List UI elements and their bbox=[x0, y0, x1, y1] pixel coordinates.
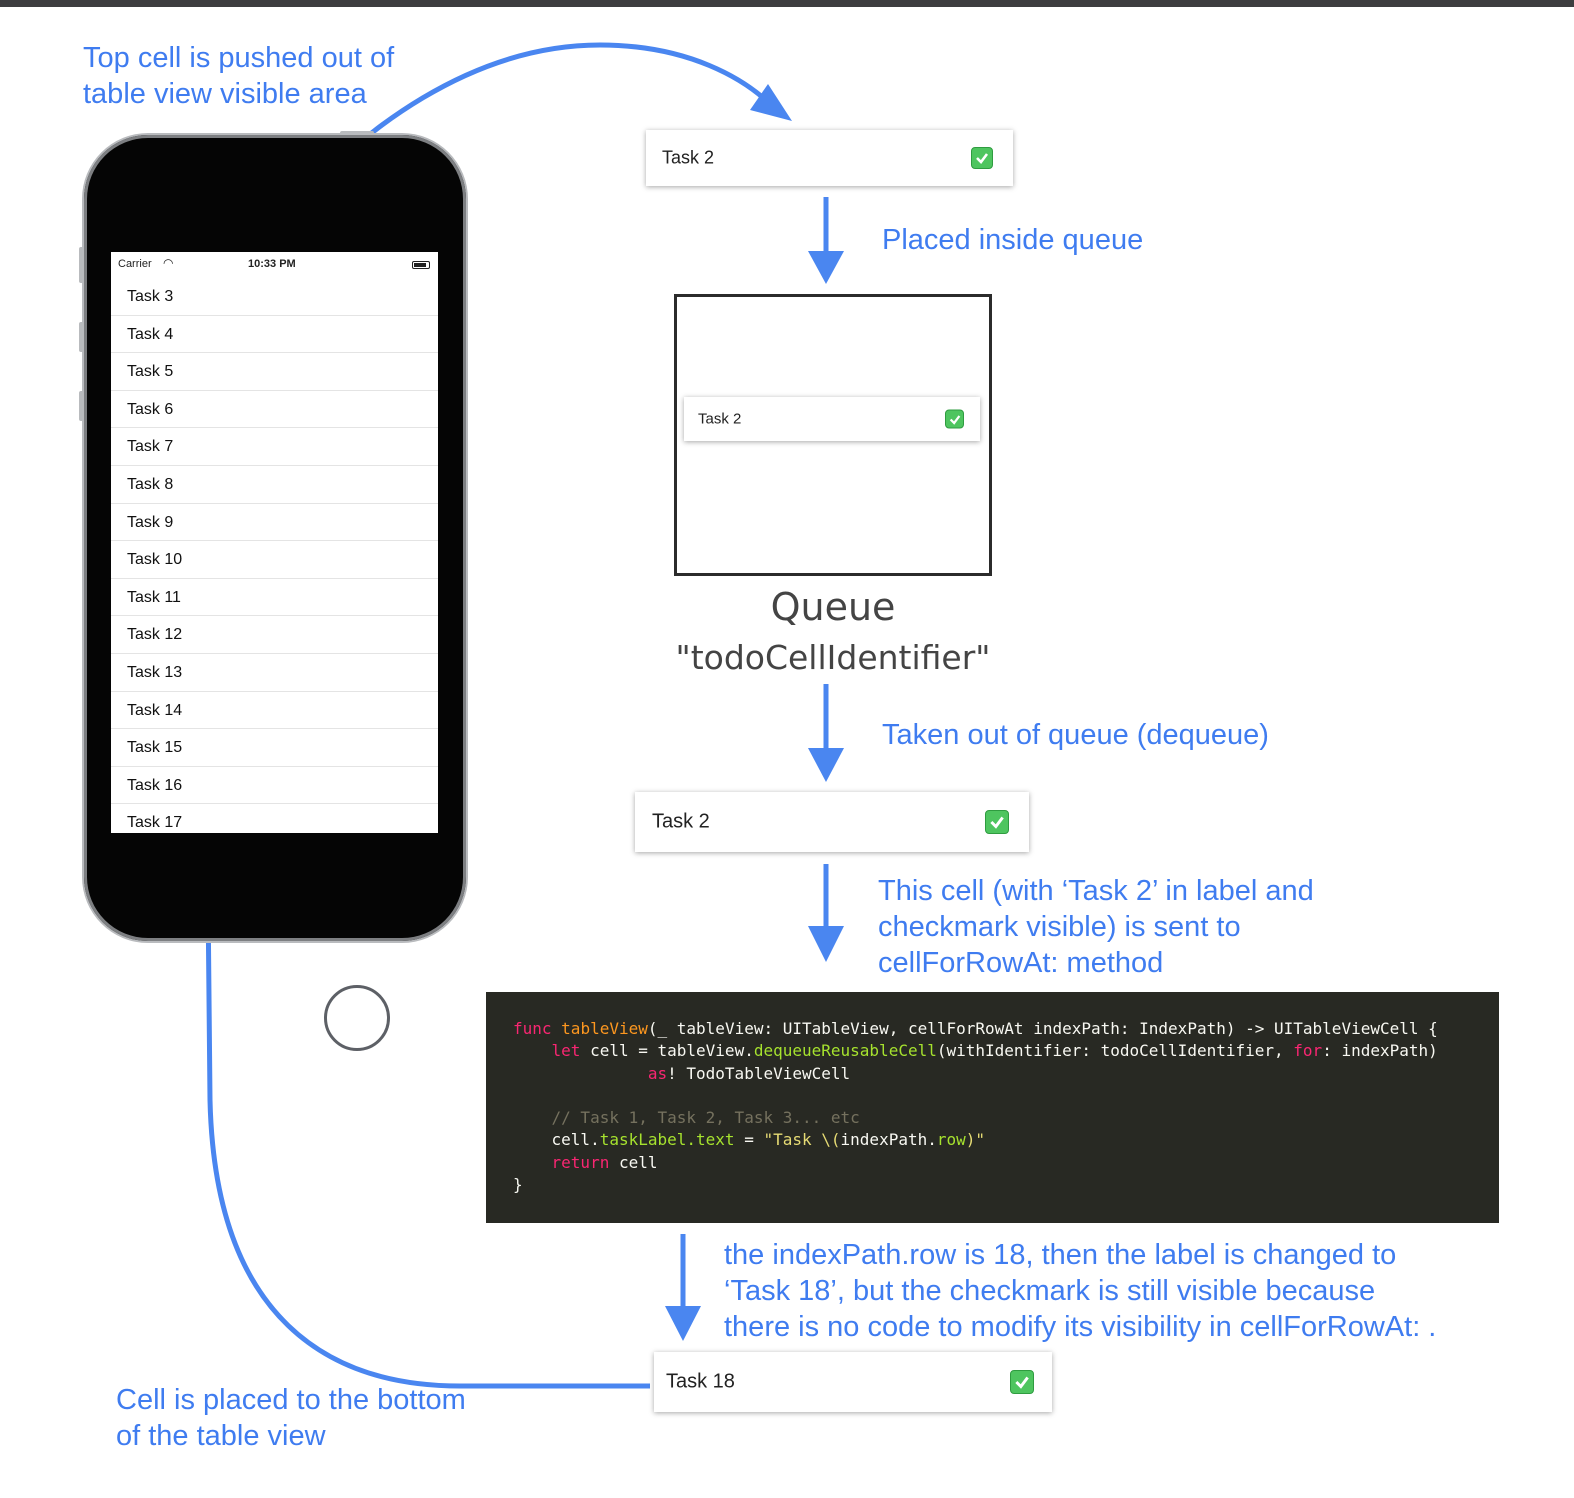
checkmark-icon bbox=[945, 409, 964, 429]
code-line: } bbox=[513, 1174, 1499, 1196]
note-line: Cell is placed to the bottom bbox=[116, 1384, 466, 1416]
code-line: cell.taskLabel.text = "Task \(indexPath.… bbox=[513, 1129, 1499, 1151]
code-token: let bbox=[551, 1041, 581, 1061]
arrowhead-down-2 bbox=[808, 748, 844, 782]
code-line: func tableView(_ tableView: UITableView,… bbox=[513, 1018, 1499, 1040]
code-line: let cell = tableView.dequeueReusableCell… bbox=[513, 1040, 1499, 1062]
cell-label: Task 2 bbox=[662, 147, 715, 168]
table-row[interactable]: Task 17 bbox=[111, 804, 438, 833]
note-line: there is no code to modify its visibilit… bbox=[724, 1311, 1437, 1343]
clock-label: 10:33 PM bbox=[248, 258, 296, 270]
code-token: (withIdentifier: todoCellIdentifier, bbox=[936, 1041, 1294, 1061]
note-line: ‘Task 18’, but the checkmark is still vi… bbox=[724, 1275, 1376, 1307]
power-button bbox=[340, 131, 374, 136]
queue-title: Queue bbox=[770, 585, 896, 629]
code-token: ! TodoTableViewCell bbox=[667, 1063, 851, 1083]
checkmark-icon bbox=[985, 810, 1009, 834]
code-token: cell. bbox=[551, 1130, 600, 1150]
code-token: dequeueReusableCell bbox=[753, 1041, 937, 1061]
checkmark-icon bbox=[971, 147, 993, 169]
battery-icon bbox=[412, 261, 430, 269]
note-line: table view visible area bbox=[83, 78, 367, 110]
cell-label: Task 18 bbox=[666, 1370, 735, 1393]
code-token: cell = tableView. bbox=[580, 1041, 754, 1061]
mute-switch bbox=[79, 247, 84, 283]
note-line: checkmark visible) is sent to bbox=[878, 911, 1241, 943]
code-token: )" bbox=[965, 1130, 986, 1150]
table-row[interactable]: Task 7 bbox=[111, 428, 438, 466]
code-token: (_ tableView: UITableView, cellForRowAt … bbox=[647, 1019, 1438, 1038]
table-row[interactable]: Task 16 bbox=[111, 767, 438, 805]
code-token: } bbox=[513, 1175, 523, 1195]
table-row[interactable]: Task 6 bbox=[111, 391, 438, 429]
code-token: "Task \( bbox=[763, 1130, 841, 1150]
wifi-icon: ◠ bbox=[163, 256, 174, 270]
cell-card-queued: Task 2 bbox=[684, 397, 980, 441]
note-taken-out-of-queue: Taken out of queue (dequeue) bbox=[882, 719, 1269, 751]
note-top-cell: Top cell is pushed out of table view vis… bbox=[83, 40, 394, 112]
table-row[interactable]: Task 3 bbox=[111, 278, 438, 316]
code-line: return cell bbox=[513, 1152, 1499, 1174]
cell-label: Task 2 bbox=[698, 410, 742, 428]
code-token: cell bbox=[609, 1152, 658, 1172]
cell-card-top: Task 2 bbox=[646, 130, 1013, 186]
cell-label: Task 2 bbox=[652, 810, 710, 833]
note-sent-to-method: This cell (with ‘Task 2’ in label and ch… bbox=[878, 873, 1314, 981]
code-token: as bbox=[647, 1063, 668, 1083]
code-line-blank bbox=[513, 1085, 1499, 1107]
code-token: indexPath. bbox=[840, 1130, 937, 1150]
cell-card-reused: Task 18 bbox=[654, 1352, 1052, 1412]
top-bar bbox=[0, 0, 1574, 7]
table-row[interactable]: Task 14 bbox=[111, 692, 438, 730]
table-row[interactable]: Task 8 bbox=[111, 466, 438, 504]
table-row[interactable]: Task 10 bbox=[111, 541, 438, 579]
code-block: func tableView(_ tableView: UITableView,… bbox=[486, 992, 1499, 1223]
volume-up-button bbox=[79, 322, 84, 352]
home-button bbox=[324, 985, 390, 1051]
table-row[interactable]: Task 11 bbox=[111, 579, 438, 617]
table-row[interactable]: Task 9 bbox=[111, 504, 438, 542]
queue-identifier: "todoCellIdentifier" bbox=[675, 638, 991, 677]
code-token: tableView bbox=[561, 1019, 648, 1038]
note-line: of the table view bbox=[116, 1420, 326, 1452]
note-placed-inside-queue: Placed inside queue bbox=[882, 224, 1144, 256]
table-row[interactable]: Task 4 bbox=[111, 316, 438, 354]
code-token: row bbox=[936, 1130, 966, 1150]
note-line: cellForRowAt: method bbox=[878, 947, 1164, 979]
table-row[interactable]: Task 5 bbox=[111, 353, 438, 391]
code-token: for bbox=[1293, 1041, 1323, 1061]
code-token: func bbox=[513, 1019, 552, 1038]
code-token: taskLabel.text bbox=[599, 1130, 735, 1150]
arrowhead-down-3 bbox=[808, 926, 844, 962]
code-token: : indexPath) bbox=[1322, 1041, 1438, 1061]
table-row[interactable]: Task 15 bbox=[111, 729, 438, 767]
arrowhead-top bbox=[750, 84, 792, 121]
code-comment: // Task 1, Task 2, Task 3... etc bbox=[551, 1108, 860, 1128]
note-line: the indexPath.row is 18, then the label … bbox=[724, 1239, 1397, 1271]
note-bottom: Cell is placed to the bottom of the tabl… bbox=[116, 1382, 466, 1454]
note-line: This cell (with ‘Task 2’ in label and bbox=[878, 875, 1314, 907]
note-index-path: the indexPath.row is 18, then the label … bbox=[724, 1237, 1436, 1345]
arrow-bottom-curve bbox=[205, 894, 650, 1389]
note-line: Top cell is pushed out of bbox=[83, 42, 395, 74]
checkmark-icon bbox=[1010, 1370, 1034, 1394]
code-line: as! TodoTableViewCell bbox=[513, 1063, 1499, 1085]
table-row[interactable]: Task 12 bbox=[111, 616, 438, 654]
arrowhead-down-4 bbox=[665, 1306, 701, 1341]
carrier-label: Carrier bbox=[118, 258, 152, 270]
table-row[interactable]: Task 13 bbox=[111, 654, 438, 692]
cell-card-dequeued: Task 2 bbox=[635, 792, 1029, 852]
arrowhead-down-1 bbox=[808, 251, 844, 284]
code-token: return bbox=[551, 1152, 610, 1172]
code-line: // Task 1, Task 2, Task 3... etc bbox=[513, 1107, 1499, 1129]
queue-box bbox=[674, 294, 992, 576]
status-bar: Carrier ◠ 10:33 PM bbox=[111, 252, 438, 278]
volume-down-button bbox=[79, 391, 84, 421]
code-token: = bbox=[734, 1130, 764, 1150]
